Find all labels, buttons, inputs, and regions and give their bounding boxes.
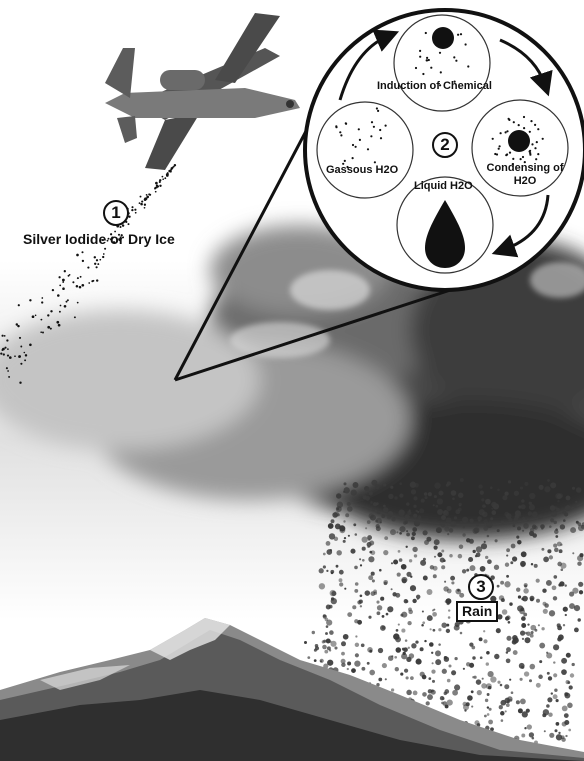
cloud-highlights xyxy=(230,262,584,358)
step-number-3: 3 xyxy=(468,574,494,600)
liquid-label: Liquid H2O xyxy=(414,180,473,192)
magnifier-pointer xyxy=(173,94,476,382)
step-number-2: 2 xyxy=(432,132,458,158)
gaseous-dots xyxy=(335,107,387,169)
gaseous-label: Gassous H2O xyxy=(326,164,399,176)
circle-gaseous xyxy=(316,101,414,199)
condensing-label: Condensing of H2O xyxy=(486,162,564,187)
circle-induction xyxy=(393,14,491,112)
rain-label: Rain xyxy=(456,601,499,622)
induction-label: Induction of Chemical xyxy=(377,80,492,92)
water-drop-icon xyxy=(425,200,465,268)
condensing-dots xyxy=(491,115,544,166)
cycle-arrow-icon xyxy=(338,29,400,101)
condensing-nucleus xyxy=(508,130,530,152)
chemical-particle xyxy=(432,27,454,49)
step-1-label: Silver Iodide or Dry Ice xyxy=(23,231,175,247)
step-number-1: 1 xyxy=(103,200,129,226)
airplane-icon xyxy=(105,13,300,170)
mountain xyxy=(0,618,584,761)
